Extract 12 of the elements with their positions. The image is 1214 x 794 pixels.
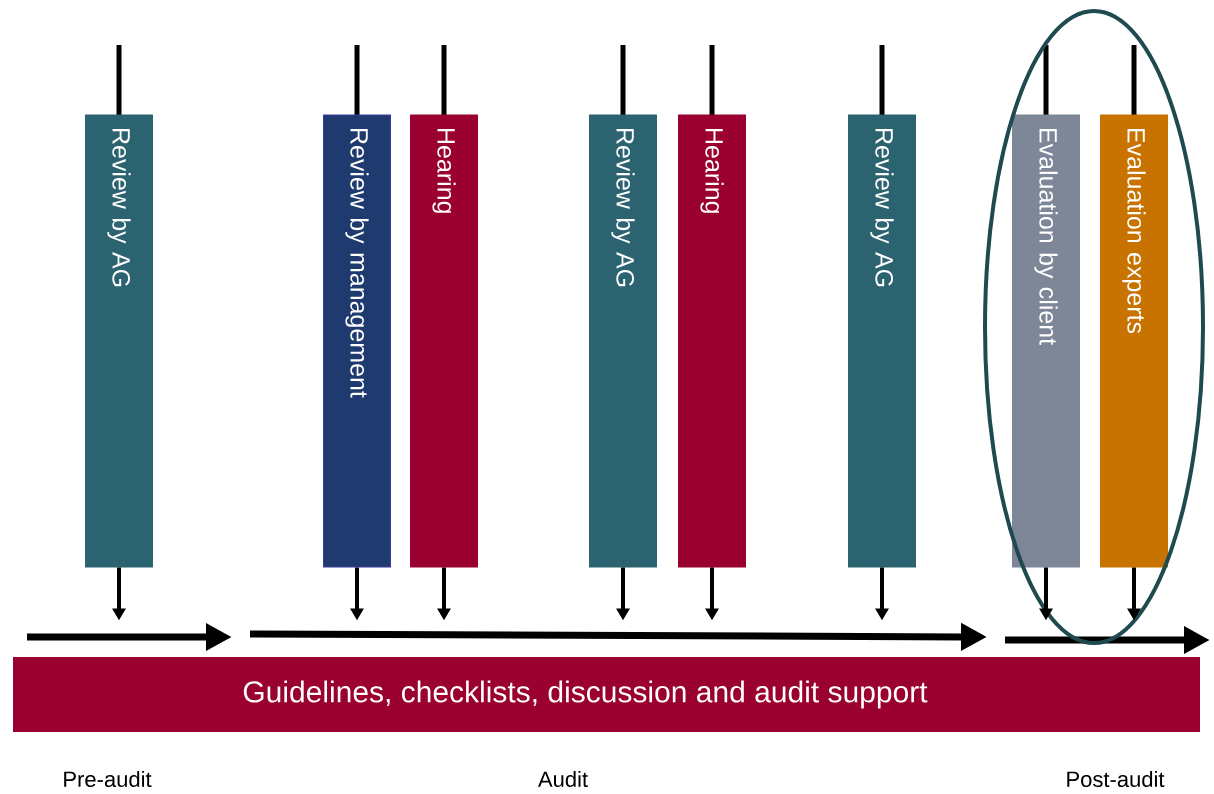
process-bar: Review by AG (589, 114, 657, 568)
phase-label: Post-audit (1067, 770, 1165, 788)
process-bar: Evaluation by client (1012, 114, 1080, 568)
process-bar: Review by AG (85, 114, 153, 568)
process-bar: Review by AG (848, 114, 916, 568)
process-bar: Review by management (323, 114, 391, 568)
phase-label: Pre-audit (64, 770, 152, 788)
process-bar: Evaluation experts (1100, 114, 1168, 568)
phase-label: Audit (538, 770, 588, 788)
process-bar: Hearing (678, 114, 746, 568)
support-band: Guidelines, checklists, discussion and audit support (13, 657, 1200, 732)
process-bar: Hearing (410, 114, 478, 568)
